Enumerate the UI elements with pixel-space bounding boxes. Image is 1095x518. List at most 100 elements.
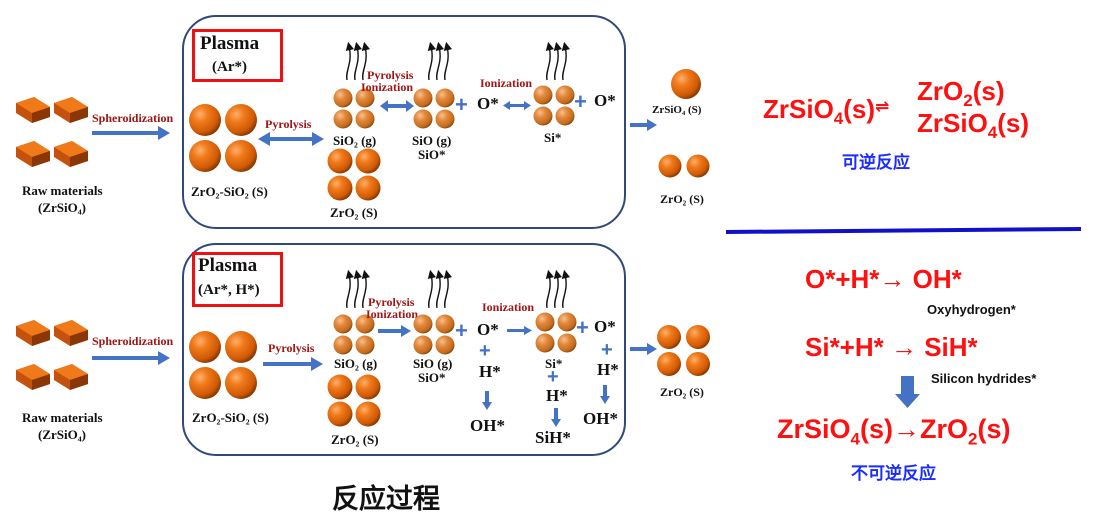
arrow-down-icon <box>551 408 561 427</box>
crystal-icon <box>16 97 50 123</box>
sphere-cluster-zro2-product <box>657 325 710 376</box>
spheroidization-label: Spheroidization <box>92 334 174 348</box>
sphere-icon <box>333 314 353 334</box>
pyrolysis-label-2: Pyrolysis <box>367 68 414 82</box>
zro2-solid-label: ZrO₂ (S) <box>331 432 379 447</box>
h-star-3: H* <box>597 360 619 379</box>
sphere-icon <box>686 154 710 178</box>
sphere-icon <box>435 109 455 129</box>
raw-materials-label: Raw materials <box>22 410 103 425</box>
sphere-cluster-sio2 <box>333 88 375 129</box>
sphere-icon <box>533 106 553 126</box>
equation-product-1: ZrO2(s) <box>917 76 1005 111</box>
sphere-icon <box>657 325 681 349</box>
plasma-species: (Ar*, H*) <box>198 282 260 298</box>
o-star-1: O* <box>477 94 499 113</box>
mixed-label: ZrO₂-SiO₂ (S) <box>192 410 269 425</box>
double-arrow-icon <box>380 100 414 112</box>
sphere-icon <box>355 175 381 201</box>
oh-star-2: OH* <box>583 409 618 428</box>
gas-release-icon <box>427 269 453 309</box>
sphere-icon <box>657 352 681 376</box>
sphere-cluster-sio2 <box>333 314 375 355</box>
h-star-2: H* <box>546 386 568 405</box>
sphere-icon <box>355 335 375 355</box>
plasma-species: (Ar*) <box>212 59 247 75</box>
arrow-icon <box>263 357 323 371</box>
sio-gas-label: SiO (g) <box>413 356 453 371</box>
reversible-caption: 可逆反应 <box>842 153 910 173</box>
double-arrow-icon <box>258 132 324 146</box>
process-box-top <box>182 15 626 229</box>
sphere-icon <box>189 104 221 136</box>
plasma-label-box <box>192 252 283 307</box>
arrow-down-icon <box>895 376 920 408</box>
arrow-icon <box>92 351 170 365</box>
equation-sih: Si*+H* → SiH* <box>805 332 978 362</box>
plasma-title: Plasma <box>200 33 260 54</box>
o-star-1: O* <box>477 320 499 339</box>
arrow-down-icon <box>600 385 610 404</box>
sphere-cluster-si <box>533 85 575 126</box>
sphere-icon <box>225 104 257 136</box>
mixed-label: ZrO₂-SiO₂ (S) <box>191 184 268 199</box>
plus-icon: + <box>576 315 589 340</box>
oxyhydrogen-note: Oxyhydrogen* <box>927 302 1016 317</box>
sphere-icon <box>355 401 381 427</box>
gas-release-icon <box>427 41 453 81</box>
process-box-bottom <box>182 243 626 456</box>
sphere-icon <box>557 333 577 353</box>
arrow-icon <box>630 343 657 355</box>
crystal-icon <box>16 320 88 390</box>
figure-title: 反应过程 <box>332 484 440 515</box>
sphere-icon <box>225 331 257 363</box>
plasma-title: Plasma <box>198 255 258 276</box>
sphere-cluster-mixed <box>189 331 257 399</box>
sphere-icon <box>658 154 682 178</box>
sphere-icon <box>355 109 375 129</box>
sih-star: SiH* <box>535 428 571 447</box>
gas-release-icon <box>545 269 571 309</box>
h-star-1: H* <box>479 362 501 381</box>
pyrolysis-label: Pyrolysis <box>265 117 312 131</box>
section-divider <box>725 227 1082 234</box>
sphere-icon <box>327 374 353 400</box>
arrow-icon <box>507 326 532 335</box>
sio-star-label: SiO* <box>418 147 446 162</box>
sio-star-label: SiO* <box>418 370 446 385</box>
sphere-icon <box>435 314 455 334</box>
sphere-icon <box>533 85 553 105</box>
product-zro2-label: ZrO₂ (S) <box>660 385 704 399</box>
double-arrow-icon <box>503 101 531 110</box>
sphere-icon <box>333 109 353 129</box>
sphere-icon <box>535 312 555 332</box>
sphere-icon <box>327 148 353 174</box>
equation-irreversible: ZrSiO4(s)→ZrO2(s) <box>777 414 1011 449</box>
sphere-icon <box>555 106 575 126</box>
sphere-cluster-sio <box>413 314 455 355</box>
sphere-icon <box>189 331 221 363</box>
sphere-cluster-zro2-product <box>658 154 710 178</box>
sphere-icon <box>333 88 353 108</box>
sphere-icon <box>435 88 455 108</box>
o-star-2: O* <box>594 91 616 110</box>
ionization-label: Ionization <box>482 300 535 314</box>
product-zrsio4-label: ZrSiO₄ (S) <box>652 104 702 116</box>
sphere-icon <box>327 401 353 427</box>
sphere-icon <box>413 314 433 334</box>
arrow-icon <box>630 119 657 131</box>
equation-oh: O*+H*→ OH* <box>805 264 962 294</box>
sphere-icon <box>327 175 353 201</box>
crystal-icon <box>16 97 88 167</box>
sio-gas-label: SiO (g) <box>412 133 452 148</box>
silicon-hydrides-note: Silicon hydrides* <box>931 371 1037 386</box>
sphere-icon <box>435 335 455 355</box>
plus-icon: + <box>601 339 613 361</box>
arrow-down-icon <box>482 391 492 410</box>
pyrolysis-label-2: Pyrolysis <box>368 295 415 309</box>
sphere-icon <box>535 333 555 353</box>
sphere-icon <box>557 312 577 332</box>
sphere-icon <box>686 325 710 349</box>
pyrolysis-label: Pyrolysis <box>268 341 315 355</box>
gas-release-icon <box>345 41 371 81</box>
